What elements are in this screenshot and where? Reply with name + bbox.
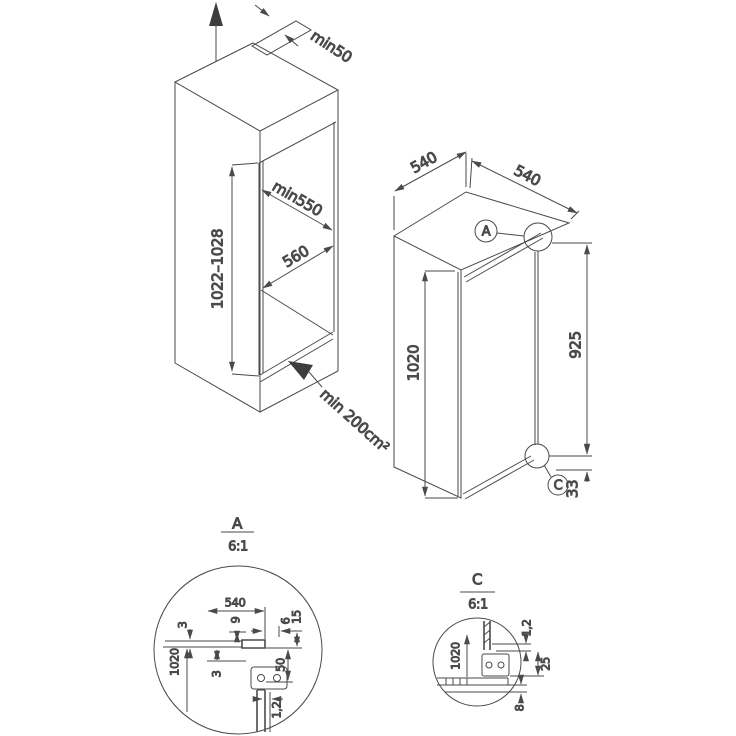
dim-appliance-width: 540 — [407, 148, 440, 177]
appliance-view: A C 540 540 1020 925 33 — [392, 148, 592, 500]
detail-c-scale: 6:1 — [468, 598, 488, 613]
detail-c-dim-25: 25 — [539, 657, 553, 671]
appliance-outline — [392, 191, 571, 500]
dim-niche-width: 560 — [279, 242, 312, 272]
detail-a-dim-depth: 540 — [225, 596, 246, 610]
detail-a-title: A — [232, 515, 243, 533]
detail-a-dim-3-top: 3 — [176, 621, 190, 628]
dim-appliance-height: 1020 — [405, 345, 423, 382]
detail-a-scale: 6:1 — [228, 540, 248, 555]
detail-c-region-circle — [524, 443, 550, 469]
detail-c-dim-8: 8 — [513, 704, 527, 711]
dim-top-clearance: min50 — [307, 27, 355, 67]
dim-bottom-offset: 33 — [564, 480, 582, 498]
dim-ventilation-area: min 200cm² — [316, 385, 393, 457]
cabinet-outline — [173, 42, 340, 413]
detail-a-dim-height: 1020 — [168, 648, 182, 676]
detail-c-view: C 6:1 1020 — [432, 570, 553, 712]
detail-a-structure — [163, 607, 302, 732]
niche-installation-view: min50 min550 560 1022–1028 min 200cm² — [173, 2, 393, 457]
detail-a-circle — [153, 565, 323, 735]
detail-a-marker-label: A — [482, 225, 491, 240]
detail-a-dim-9: 9 — [229, 616, 243, 623]
airflow-up-arrow-icon — [209, 2, 223, 62]
detail-c-title: C — [472, 571, 482, 589]
detail-a-region-circle — [523, 222, 553, 252]
detail-c-circle — [432, 617, 522, 707]
detail-c-marker-label: C — [554, 479, 563, 494]
detail-a-dim-6: 6 — [279, 617, 293, 624]
detail-c-dim-height: 1020 — [449, 642, 463, 670]
dim-niche-height: 1022–1028 — [209, 229, 227, 309]
detail-c-structure — [437, 621, 544, 693]
detail-a-dim-50: 50 — [274, 658, 288, 672]
detail-a-balloon — [474, 219, 498, 243]
detail-a-dim-3-bottom: 3 — [210, 670, 224, 677]
top-clearance-slab — [251, 20, 312, 56]
detail-a-dim-15: 15 — [290, 610, 304, 624]
dim-door-height: 925 — [567, 331, 585, 358]
detail-c-dim-1-2: 1,2 — [520, 619, 534, 636]
dim-appliance-depth: 540 — [511, 161, 544, 189]
ventilation-arrow-icon — [288, 361, 323, 388]
detail-a-view: A 6:1 540 9 6 — [153, 514, 323, 735]
detail-a-dim-1-2: 1,2 — [270, 701, 284, 718]
detail-c-balloon — [547, 474, 569, 496]
